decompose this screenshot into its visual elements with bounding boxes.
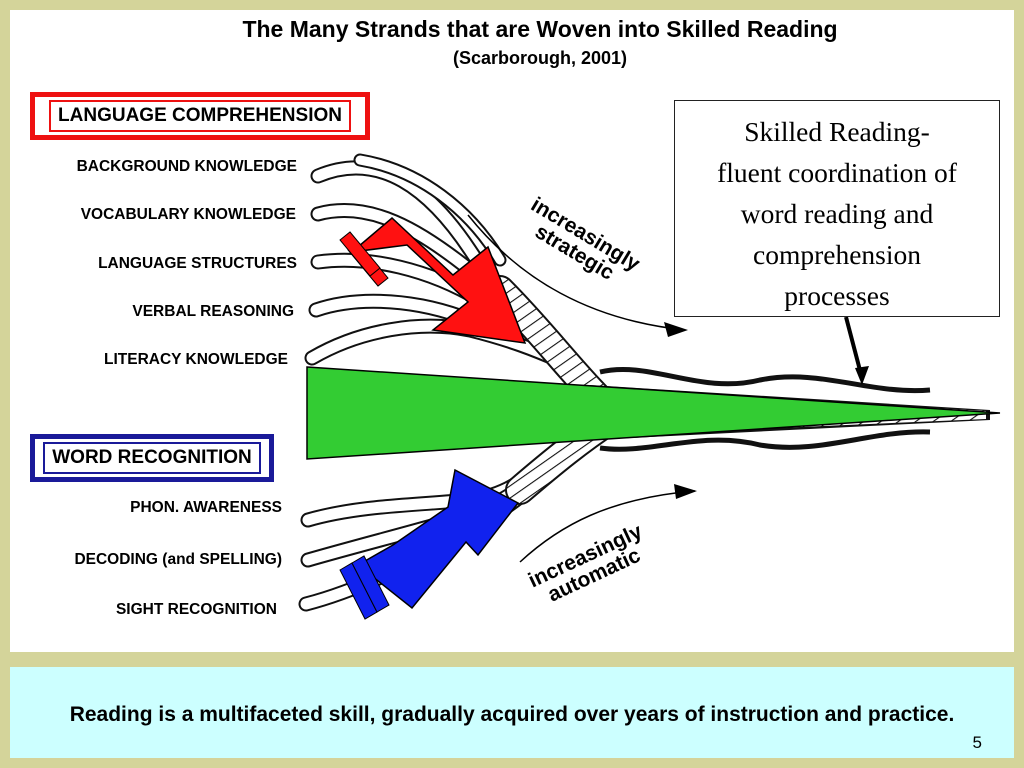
rope-diagram: increasingly strategic increasingly auto… — [298, 153, 1001, 620]
strand-label-vocabulary-knowledge: VOCABULARY KNOWLEDGE — [80, 206, 296, 223]
footer-panel: Reading is a multifaceted skill, gradual… — [10, 667, 1014, 758]
slide-title: The Many Strands that are Woven into Ski… — [242, 16, 838, 42]
citation: (Scarborough, 2001) — [452, 48, 628, 68]
skilled-reading-line: processes — [784, 280, 890, 311]
strand-label-phon-awareness: PHON. AWARENESS — [130, 499, 282, 516]
language-comprehension-label: LANGUAGE COMPREHENSION — [49, 100, 351, 132]
strand-label-sight-recognition: SIGHT RECOGNITION — [115, 601, 277, 618]
strand-label-verbal-reasoning: VERBAL REASONING — [132, 303, 294, 320]
word-recognition-label: WORD RECOGNITION — [43, 442, 261, 474]
skilled-reading-line: Skilled Reading- — [744, 116, 930, 147]
strand-label-background-knowledge: BACKGROUND KNOWLEDGE — [76, 158, 297, 175]
strategic-curve-arrow — [467, 214, 686, 331]
strand-label-decoding: DECODING (and SPELLING) — [74, 551, 282, 568]
automatic-label: increasingly automatic — [525, 520, 646, 607]
strategic-label: increasingly strategic — [527, 193, 644, 285]
skilled-reading-line: word reading and — [740, 198, 934, 229]
tagline: Reading is a multifaceted skill, gradual… — [69, 703, 955, 726]
blue-arrow — [339, 468, 520, 620]
green-wedge — [306, 366, 1001, 460]
word-recognition-heading: WORD RECOGNITION — [30, 434, 274, 482]
skilled-reading-line: comprehension — [752, 239, 921, 270]
automatic-curve-arrow — [519, 490, 696, 563]
skilled-reading-line: fluent coordination of — [717, 157, 957, 188]
strand-label-literacy-knowledge: LITERACY KNOWLEDGE — [104, 351, 288, 368]
red-arrow — [339, 216, 527, 344]
skilled-reading-box: Skilled Reading- fluent coordination of … — [674, 100, 1000, 317]
language-comprehension-heading: LANGUAGE COMPREHENSION — [30, 92, 370, 140]
strand-label-language-structures: LANGUAGE STRUCTURES — [98, 255, 297, 272]
page-number: 5 — [972, 733, 982, 752]
